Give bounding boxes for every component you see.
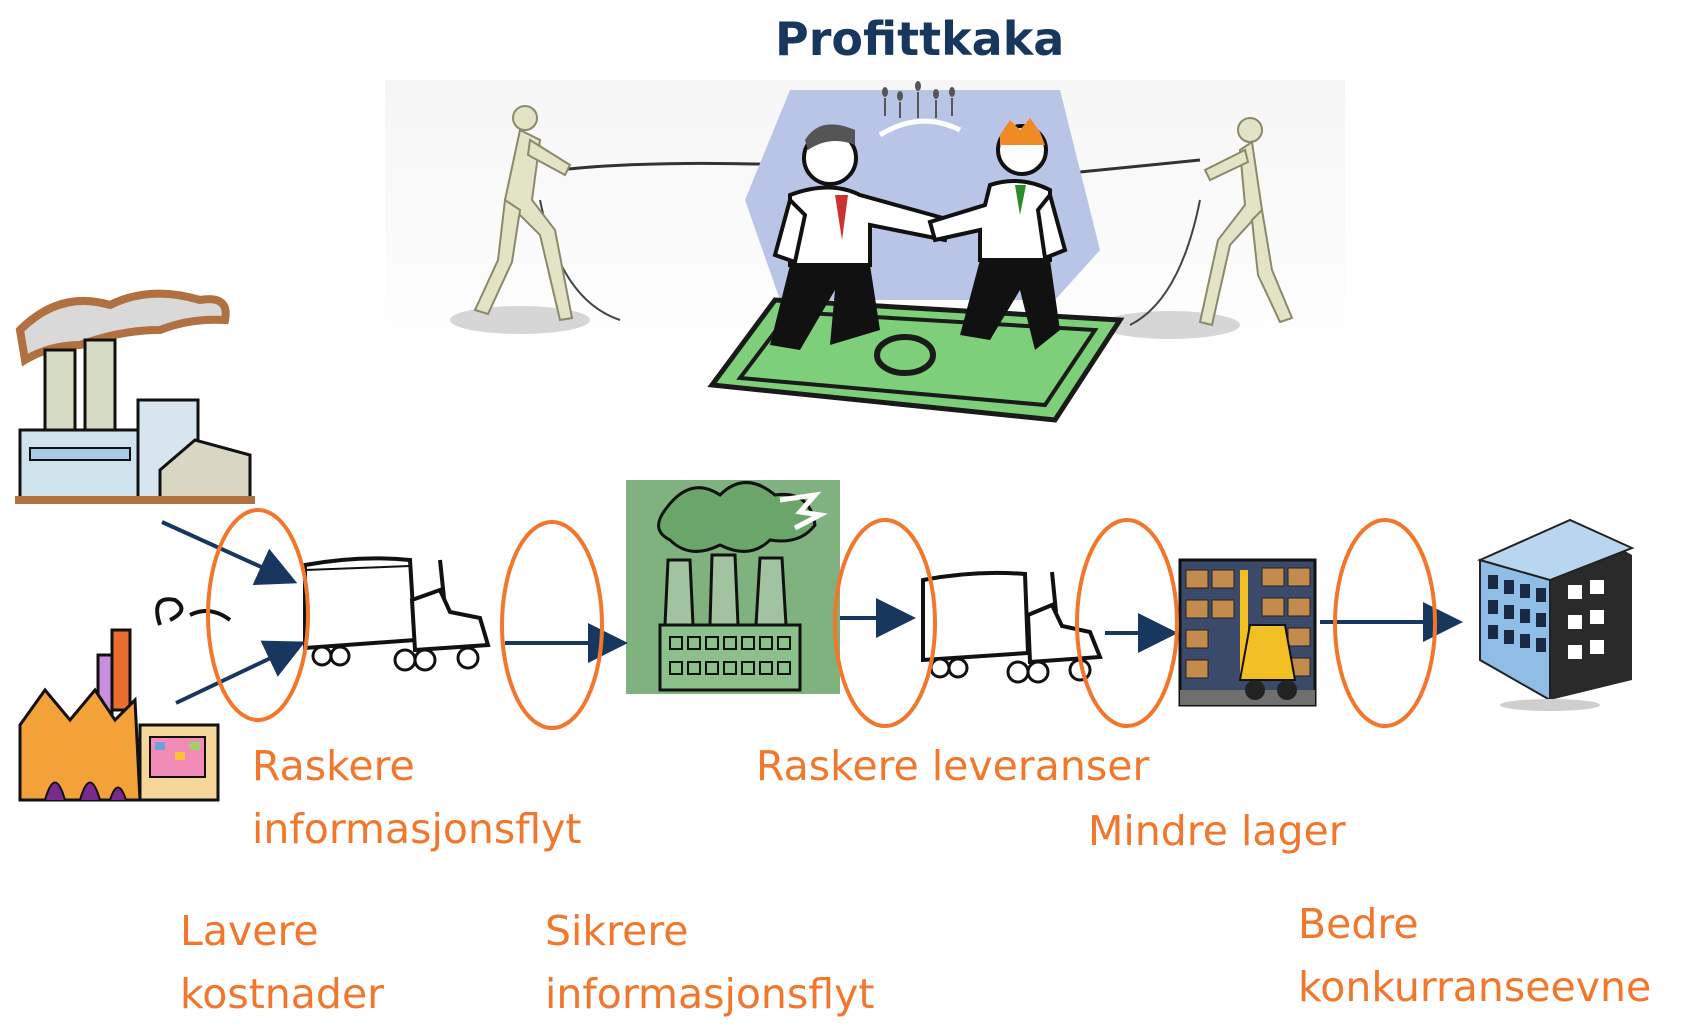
label-line: Lavere [180, 907, 319, 955]
label-line: Raskere leveranser [756, 742, 1150, 790]
label-line: konkurranseevne [1298, 963, 1652, 1011]
factory-colorful-icon [18, 597, 232, 802]
truck-icon [303, 556, 491, 672]
highlight-ellipse [500, 520, 604, 730]
page-title: Profittkaka [775, 12, 1065, 66]
highlight-ellipse [833, 518, 937, 728]
highlight-ellipse [1333, 518, 1437, 728]
arrow [161, 520, 298, 586]
office-building-icon [1477, 518, 1635, 711]
label-lavere-kostnader: Lavere kostnader [180, 900, 384, 1026]
label-line: kostnader [180, 970, 385, 1018]
label-line: Mindre lager [1088, 807, 1346, 855]
label-line: informasjonsflyt [545, 970, 875, 1018]
highlight-ellipses [206, 508, 1437, 730]
label-bedre-konkurranseevne: Bedre konkurranseevne [1298, 893, 1651, 1019]
label-line: Sikrere [545, 907, 689, 955]
warehouse-forklift-icon [1178, 558, 1317, 707]
truck-icon [921, 570, 1103, 684]
factory-smoke-icon [15, 289, 255, 504]
flow-arrows [161, 520, 1463, 705]
highlight-ellipse [206, 508, 310, 722]
label-line: Bedre [1298, 900, 1419, 948]
label-sikrere-informasjonsflyt: Sikrere informasjonsflyt [545, 900, 874, 1026]
label-raskere-informasjonsflyt: Raskere informasjonsflyt [252, 735, 581, 861]
label-line: Raskere [252, 742, 415, 790]
label-line: informasjonsflyt [252, 805, 582, 853]
label-mindre-lager: Mindre lager [1088, 800, 1346, 863]
label-raskere-leveranser: Raskere leveranser [756, 735, 1149, 798]
highlight-ellipse [1075, 518, 1179, 728]
green-factory-icon [626, 480, 840, 694]
tug-of-war-handshake-illustration [385, 80, 1345, 423]
arrow [175, 640, 306, 705]
